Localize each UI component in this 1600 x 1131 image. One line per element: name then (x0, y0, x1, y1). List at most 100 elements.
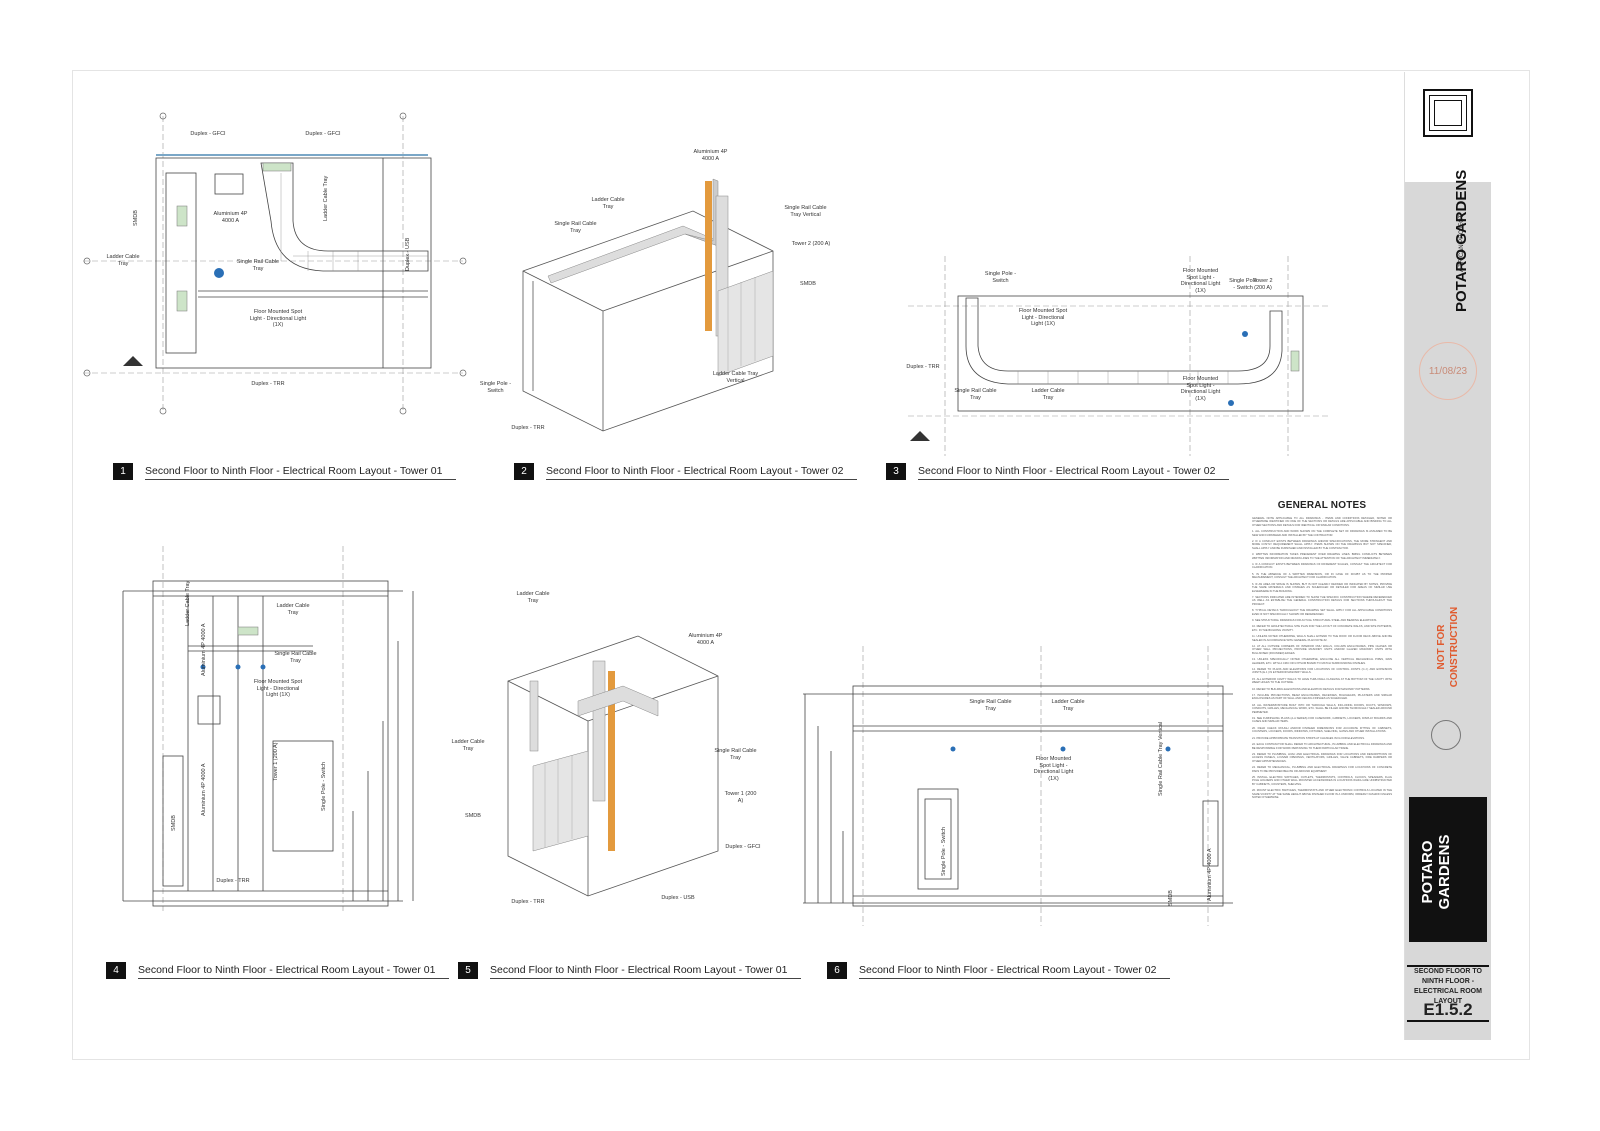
label-ladder-tray: Ladder Cable Tray (106, 254, 140, 267)
label-aluminium: Aluminium 4P 4000 A (1207, 848, 1213, 902)
label-duplex-usb: Duplex - USB (405, 237, 411, 271)
label-duplex-trr: Duplex - TRR (251, 381, 285, 387)
general-note-item: 25. INSTALL ELECTRIC SWITCHES, OUTLETS, … (1252, 775, 1392, 786)
label-duplex-gfci: Duplex - GFCI (725, 844, 761, 850)
general-note-item: 12. AT ALL OUTSIDE CORNERS OF INTERIOR C… (1252, 644, 1392, 655)
general-note-item: 4. IF A CONFLICT EXISTS BETWEEN DRAWINGS… (1252, 563, 1392, 570)
label-sp-switch: Single Pole - Switch (1229, 278, 1257, 291)
view-title-6[interactable]: 6 Second Floor to Ninth Floor - Electric… (827, 962, 1171, 979)
view-4-drawing (122, 546, 414, 911)
view-title-text: Second Floor to Ninth Floor - Electrical… (145, 465, 457, 480)
view-title-4[interactable]: 4 Second Floor to Ninth Floor - Electric… (106, 962, 450, 979)
view-1-plan[interactable]: Duplex - GFCI Duplex - GFCI Aluminium 4P… (83, 111, 473, 441)
view-3-plan[interactable]: Single Pole - Switch Floor Mounted Spot … (898, 256, 1338, 466)
label-duplex-gfci: Duplex - GFCI (190, 131, 226, 137)
label-smdb: SMDB (1168, 890, 1174, 906)
label-smdb: SMDB (465, 813, 481, 819)
label-smdb: SMDB (171, 815, 177, 831)
label-floor-light: Floor Mounted Spot Light - Directional L… (1033, 756, 1074, 782)
label-smdb: SMDB (800, 281, 816, 287)
date-stamp: 11/08/23 (1419, 342, 1477, 400)
general-note-item: 1. ALL CONSTRUCTION AND WORK SHOWN ON TH… (1252, 530, 1392, 537)
view-title-text: Second Floor to Ninth Floor - Electrical… (918, 465, 1230, 480)
stamp-date: 11/08/23 (1428, 365, 1468, 377)
general-note-item: 14. REFER TO PLANS AND ELEVATIONS FOR LO… (1252, 668, 1392, 675)
label-floor-light: Floor Mounted Spot Light - Directional L… (1180, 376, 1221, 402)
view-4-section[interactable]: Ladder Cable Tray Single Rail Cable Tray… (103, 541, 453, 921)
label-duplex-usb: Duplex - USB (661, 895, 695, 901)
label-sp-switch: Single Pole - Switch (984, 271, 1017, 284)
view-6-section[interactable]: Single Rail Cable Tray Ladder Cable Tray… (793, 641, 1253, 931)
general-note-item: 10. REFER TO ARCHITECTURAL SITE PLAN FOR… (1252, 625, 1392, 632)
label-duplex-gfci: Duplex - GFCI (305, 131, 341, 137)
general-note-item: 9. SEE STRUCTURAL DRAWINGS FOR ACTUAL ST… (1252, 618, 1377, 622)
label-sp-switch: Single Pole - Switch (941, 827, 947, 876)
general-notes-list: GENERAL NOTE APPLICABLE TO ALL DRAWINGS … (1252, 517, 1392, 799)
label-single-rail: Single Rail Cable Tray (969, 699, 1012, 712)
general-note-item: 15. ALL EXTERIOR CAVITY WALLS TO HAVE TH… (1252, 677, 1392, 685)
general-notes: GENERAL NOTES GENERAL NOTE APPLICABLE TO… (1252, 500, 1392, 802)
label-lct-vertical: Ladder Cable Tray Vertical (712, 371, 759, 384)
label-srct-vertical: Single Rail Cable Tray Vertical (784, 205, 827, 218)
view-number: 3 (886, 463, 906, 480)
view-2-isometric[interactable]: Aluminium 4P 4000 A Ladder Cable Tray Si… (473, 141, 833, 451)
label-floor-light: Floor Mounted Spot Light - Directional L… (253, 679, 303, 698)
view-title-2[interactable]: 2 Second Floor to Ninth Floor - Electric… (514, 463, 858, 480)
project-block: POTARO GARDENS (1409, 797, 1487, 942)
label-srct-vertical: Single Rail Cable Tray Vertical (1158, 722, 1164, 796)
general-note-item: 26. MOUNT ELECTRIC SWITCHES, THERMOSTATS… (1252, 789, 1392, 799)
label-smdb: SMDB (133, 210, 139, 226)
view-number: 2 (514, 463, 534, 480)
view-number: 4 (106, 962, 126, 979)
general-note-item: GENERAL NOTE APPLICABLE TO ALL DRAWINGS … (1252, 517, 1392, 527)
general-note-item: 23. REFER TO PLUMBING, HVAC AND ELECTRIC… (1252, 752, 1392, 763)
view-title-1[interactable]: 1 Second Floor to Ninth Floor - Electric… (113, 463, 457, 480)
view-5-drawing (507, 635, 719, 897)
general-note-item: 7. SECTIONS INDICATED ARE INTENDED TO SH… (1252, 595, 1392, 606)
north-arrow-icon (1431, 720, 1461, 750)
view-title-text: Second Floor to Ninth Floor - Electrical… (859, 964, 1171, 979)
drawing-sheet: Duplex - GFCI Duplex - GFCI Aluminium 4P… (72, 70, 1530, 1060)
title-block: POTARO GARDENS A TRICAN PROJECT 11/08/23… (1404, 72, 1491, 1040)
view-number: 6 (827, 962, 847, 979)
project-subtitle: A TRICAN PROJECT (1459, 214, 1465, 272)
drawing-title: SECOND FLOOR TO NINTH FLOOR - ELECTRICAL… (1407, 965, 1489, 1007)
label-single-rail: Single Rail Cable Tray (554, 221, 597, 234)
drawing-number: E1.5.2 (1407, 1000, 1489, 1022)
view-title-3[interactable]: 3 Second Floor to Ninth Floor - Electric… (886, 463, 1230, 480)
label-single-rail: Single Rail Cable Tray (236, 259, 280, 272)
label-duplex-trr: Duplex - TRR (511, 425, 545, 431)
not-for-construction-label: NOT FOR CONSTRUCTION (1436, 606, 1460, 688)
view-1-drawing (83, 112, 467, 415)
label-ladder-tray-vertical: Ladder Cable Tray (323, 175, 329, 221)
general-note-item: 5. IN THE ABSENCE OF A WRITTEN DIMENSION… (1252, 572, 1392, 580)
label-single-rail: Single Rail Cable Tray (714, 748, 757, 761)
general-note-item: 18. ALL WATER/MOISTURE BUILT INTO OR THR… (1252, 703, 1392, 714)
label-aluminium: Aluminium 4P 4000 A (693, 149, 728, 162)
general-note-item: 2. IF A CONFLICT EXISTS BETWEEN DRAWINGS… (1252, 540, 1392, 550)
general-notes-heading: GENERAL NOTES (1277, 500, 1367, 511)
view-title-5[interactable]: 5 Second Floor to Ninth Floor - Electric… (458, 962, 802, 979)
label-ladder-tray: Ladder Cable Tray (1051, 699, 1085, 712)
label-ladder-tray: Ladder Cable Tray (591, 197, 625, 210)
label-aluminium: Aluminium 4P 4000 A (201, 763, 207, 817)
firm-logo-icon (1423, 89, 1473, 137)
label-floor-light: Floor Mounted Spot Light - Directional L… (1180, 268, 1221, 294)
general-note-item: 3. WRITTEN INFORMATION TAKES PRECEDENT O… (1252, 553, 1392, 560)
general-note-item: 16. REFER TO BUILDING ELEVATIONS AND ELE… (1252, 687, 1371, 691)
label-single-rail: Single Rail Cable Tray (274, 651, 317, 664)
label-floor-light: Floor Mounted Spot Light - Directional L… (1018, 308, 1068, 327)
view-number: 5 (458, 962, 478, 979)
general-note-item: 22. EACH CONTRACTOR SHALL REFER TO ARCHI… (1252, 743, 1392, 750)
view-3-drawing (908, 256, 1328, 456)
label-duplex-trr: Duplex - TRR (511, 899, 545, 905)
label-ladder-tray: Ladder Cable Tray (276, 603, 310, 616)
general-note-item: 13. UNLESS SPECIFICALLY NOTED OTHERWISE,… (1252, 658, 1392, 665)
label-duplex-trr: Duplex - TRR (906, 364, 940, 370)
label-tower2: Tower 2 (200 A) (791, 241, 831, 247)
label-aluminium: Aluminium 4P 4000 A (688, 633, 723, 646)
label-ladder-tray: Ladder Cable Tray (451, 739, 485, 752)
view-5-isometric[interactable]: Ladder Cable Tray Aluminium 4P 4000 A La… (448, 591, 768, 921)
general-note-item: 21. PROVIDE APPROPRIATE TRANSITION STRIP… (1252, 736, 1365, 740)
general-note-item: 19. SEE FURNISHING PLANS (A-A SERIES) FO… (1252, 717, 1392, 724)
